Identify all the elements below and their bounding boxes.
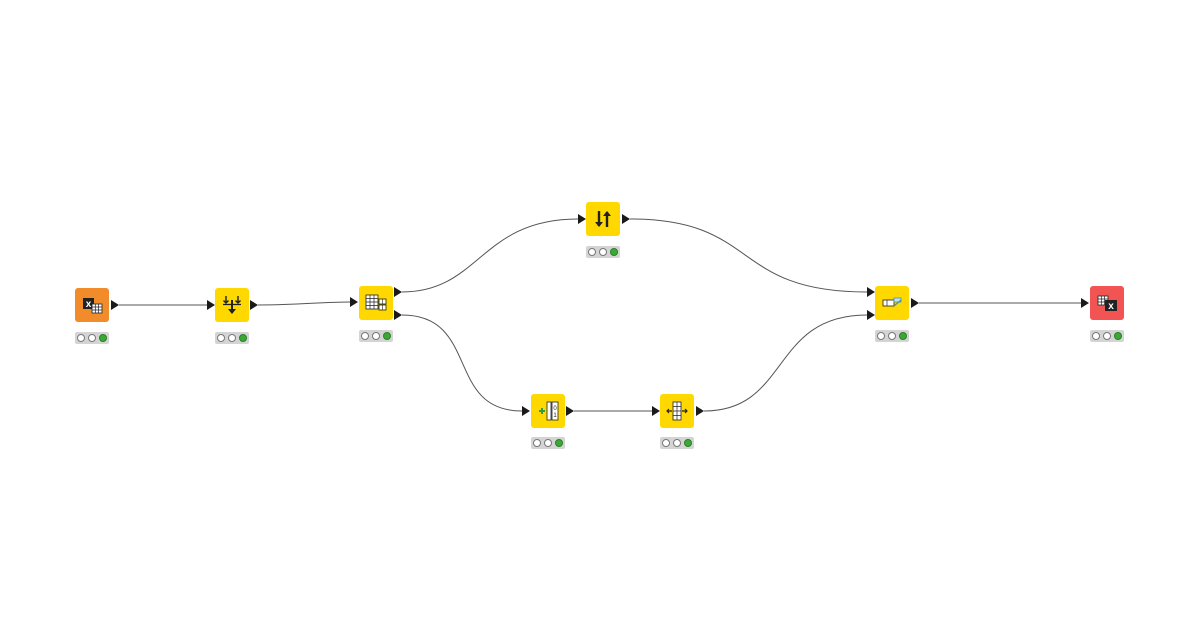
node-excel-writer[interactable]: x — [1090, 286, 1124, 320]
connections — [119, 218, 1081, 412]
node-status-sorter — [586, 246, 620, 258]
status-light-red — [217, 334, 225, 342]
input-port-bottom[interactable] — [867, 310, 875, 320]
status-light-green — [383, 332, 391, 340]
node-sorter[interactable] — [586, 202, 620, 236]
node-joiner[interactable] — [875, 286, 909, 320]
status-light-yellow — [599, 248, 607, 256]
node-excel-reader[interactable]: x — [75, 288, 109, 322]
node-status-excel-writer — [1090, 330, 1124, 342]
node-splitter[interactable] — [359, 286, 393, 320]
status-light-yellow — [888, 332, 896, 340]
output-port[interactable] — [696, 406, 704, 416]
input-port[interactable] — [350, 297, 358, 307]
node-status-row-filter — [215, 332, 249, 344]
connection-row-filter-to-splitter[interactable] — [257, 301, 351, 306]
output-port[interactable] — [566, 406, 574, 416]
status-light-red — [877, 332, 885, 340]
output-port-bottom[interactable] — [394, 310, 402, 320]
status-light-red — [533, 439, 541, 447]
svg-text:1: 1 — [553, 413, 557, 419]
input-port[interactable] — [578, 214, 586, 224]
svg-text:x: x — [86, 299, 92, 310]
input-port[interactable] — [522, 406, 530, 416]
output-port-top[interactable] — [394, 287, 402, 297]
output-port[interactable] — [911, 298, 919, 308]
status-light-red — [1092, 332, 1100, 340]
connection-splitter-to-column-appender[interactable] — [401, 314, 523, 412]
input-port[interactable] — [1081, 298, 1089, 308]
status-light-green — [239, 334, 247, 342]
output-port[interactable] — [250, 300, 258, 310]
status-light-green — [899, 332, 907, 340]
status-light-red — [77, 334, 85, 342]
output-port[interactable] — [622, 214, 630, 224]
status-light-green — [1114, 332, 1122, 340]
splitter-icon — [365, 294, 387, 311]
status-light-green — [610, 248, 618, 256]
status-light-red — [361, 332, 369, 340]
sorter-icon — [595, 211, 611, 227]
output-port[interactable] — [111, 300, 119, 310]
status-light-yellow — [372, 332, 380, 340]
row-filter-icon — [223, 296, 241, 314]
node-status-splitter — [359, 330, 393, 342]
status-light-yellow — [1103, 332, 1111, 340]
column-resorter-icon — [666, 401, 688, 421]
status-light-yellow — [673, 439, 681, 447]
node-status-joiner — [875, 330, 909, 342]
status-light-yellow — [228, 334, 236, 342]
status-light-green — [684, 439, 692, 447]
input-port-top[interactable] — [867, 287, 875, 297]
node-status-column-appender — [531, 437, 565, 449]
status-light-green — [99, 334, 107, 342]
connection-sorter-to-joiner[interactable] — [629, 218, 868, 293]
status-light-red — [588, 248, 596, 256]
connection-splitter-to-sorter[interactable] — [401, 218, 579, 293]
column-appender-icon: 0 1 — [539, 401, 559, 421]
joiner-icon — [882, 297, 902, 307]
connection-column-resorter-to-joiner[interactable] — [703, 314, 868, 412]
status-light-red — [662, 439, 670, 447]
node-column-appender[interactable]: 0 1 — [531, 394, 565, 428]
node-column-resorter[interactable] — [660, 394, 694, 428]
node-status-excel-reader — [75, 332, 109, 344]
node-row-filter[interactable] — [215, 288, 249, 322]
input-port[interactable] — [652, 406, 660, 416]
status-light-yellow — [88, 334, 96, 342]
svg-text:x: x — [1108, 301, 1114, 312]
input-port[interactable] — [207, 300, 215, 310]
svg-text:0: 0 — [553, 406, 557, 412]
excel-writer-icon: x — [1097, 295, 1117, 312]
excel-reader-icon: x — [83, 298, 103, 314]
node-status-column-resorter — [660, 437, 694, 449]
status-light-green — [555, 439, 563, 447]
status-light-yellow — [544, 439, 552, 447]
